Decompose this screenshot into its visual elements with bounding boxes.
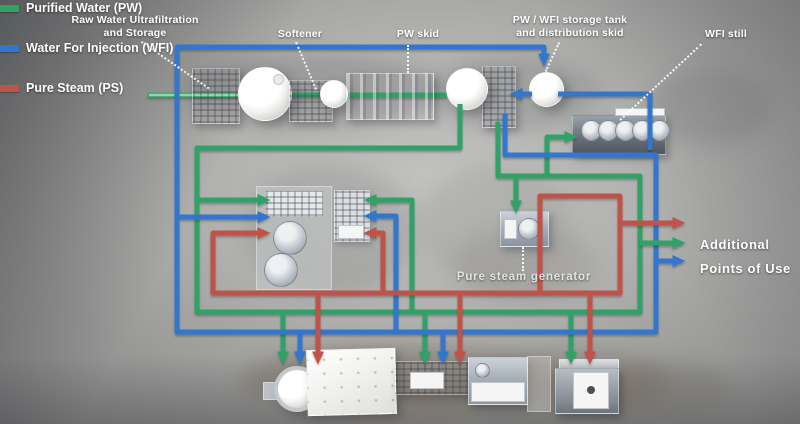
leader-pw-skid [407,45,409,73]
sterilizer-unit [555,359,619,414]
label-pou-line1: Additional [700,237,770,252]
pw-storage-tank [446,68,488,110]
wfi-still-feed-pipe [558,91,653,150]
conveyor-unit [395,361,473,395]
wfi-color-swatch [0,44,19,52]
pw-pipe-network [194,104,643,365]
label-pw-wfi-tank: PW / WFI storage tank and distribution s… [495,14,645,40]
pw-branch-user-skid [363,194,415,312]
capper-head [475,363,490,378]
shadow-blob [600,362,730,417]
ghost-frame [527,356,551,412]
ps-main-pipe [210,193,623,296]
label-softener: Softener [277,28,323,40]
shadow-blob [650,70,770,145]
pw-skid-unit [346,73,434,120]
legend-pw-label: Purified Water (PW) [26,1,143,15]
legend-item-wfi: Water For Injection (WFI) [0,40,173,56]
pw-loop-pipe [194,104,643,315]
conveyor-guard [410,372,444,389]
label-pou-line2: Points of Use [700,261,791,276]
sterilizer-porthole [587,386,595,394]
user-point-skid [334,190,370,242]
legend-item-pw: Purified Water (PW) [0,0,142,16]
label-points-of-use: Additional Points of Use [700,235,800,278]
wfi-storage-tank [529,72,564,107]
shadow-blob [185,55,445,125]
legend-wfi-label: Water For Injection (WFI) [26,41,174,55]
label-pw-wfi-line2: and distribution skid [516,27,624,39]
cip-vessel [273,221,307,255]
label-pw-wfi-line1: PW / WFI storage tank [512,14,628,26]
capping-unit [468,357,528,405]
sterilizer-door [573,372,609,409]
label-raw-water-line1: Raw Water Ultrafiltration [71,14,199,26]
cip-panel-rack [265,191,323,217]
label-raw-water: Raw Water Ultrafiltration and Storage [60,14,210,40]
ps-branch-user-skid [363,227,386,293]
psg-door [504,219,517,239]
wfi-loop-pipe [174,44,659,335]
label-raw-water-line2: and Storage [103,27,167,39]
wfi-pipe-network [174,44,686,365]
softener-dome-tank [320,80,348,108]
label-wfi-still: WFI still [704,28,748,40]
label-pw-skid: PW skid [396,28,440,40]
tank-vent [273,74,284,85]
cip-vessel [264,253,298,287]
still-name-plate [615,108,665,116]
raw-water-storage-tank [238,67,292,121]
capper-tray [471,382,525,402]
pw-branch-wfi-still [544,131,578,176]
pw-color-swatch [0,4,19,12]
legend-item-ps: Pure Steam (PS) [0,80,123,96]
ps-color-swatch [0,84,19,92]
legend-ps-label: Pure Steam (PS) [26,81,124,95]
label-pure-steam-generator: Pure steam generator [456,271,592,283]
leader-psg [522,247,524,271]
ps-pipe-network [210,193,686,365]
